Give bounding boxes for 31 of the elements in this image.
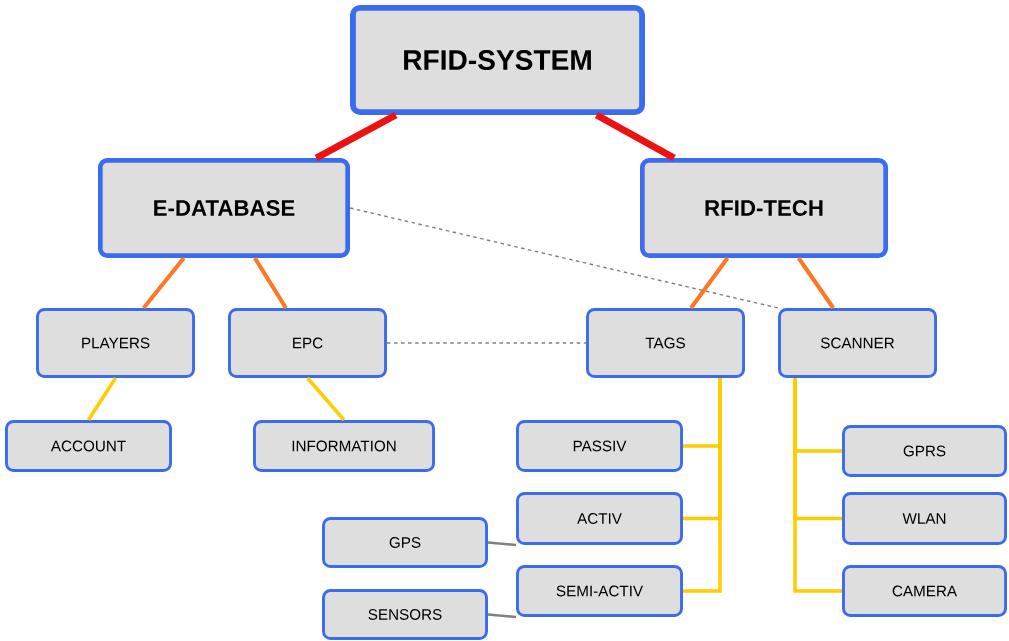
category-box: SENSORS [322, 589, 488, 640]
category-box: RFID-TECH [640, 158, 888, 258]
connector-line [314, 111, 398, 162]
category-box: PASSIV [516, 420, 683, 472]
category-box: ACCOUNT [5, 420, 172, 472]
connector-line [683, 378, 722, 593]
connector-line [793, 378, 842, 593]
connector-line [487, 541, 517, 547]
connector-line [349, 207, 779, 309]
category-box: INFORMATION [253, 420, 435, 472]
connector-line [142, 256, 186, 310]
connector-line [594, 111, 676, 162]
connector-line [306, 376, 346, 422]
category-box: PLAYERS [36, 308, 195, 378]
category-box: ACTIV [516, 492, 683, 545]
connector-line [689, 256, 730, 310]
category-box: SCANNER [778, 308, 937, 378]
category-box: SEMI-ACTIV [516, 565, 683, 617]
category-box: RFID-SYSTEM [350, 5, 645, 115]
category-box: E-DATABASE [98, 158, 350, 258]
connector-line [386, 342, 587, 344]
category-box: WLAN [842, 492, 1007, 545]
category-box: GPS [322, 516, 488, 568]
connector-line [87, 377, 117, 421]
connector-line [487, 613, 517, 619]
connector-line [253, 256, 288, 310]
connector-line [796, 256, 835, 310]
category-box: GPRS [842, 424, 1007, 477]
category-box: EPC [228, 308, 387, 378]
category-box: TAGS [586, 308, 745, 378]
category-box: CAMERA [842, 565, 1007, 617]
